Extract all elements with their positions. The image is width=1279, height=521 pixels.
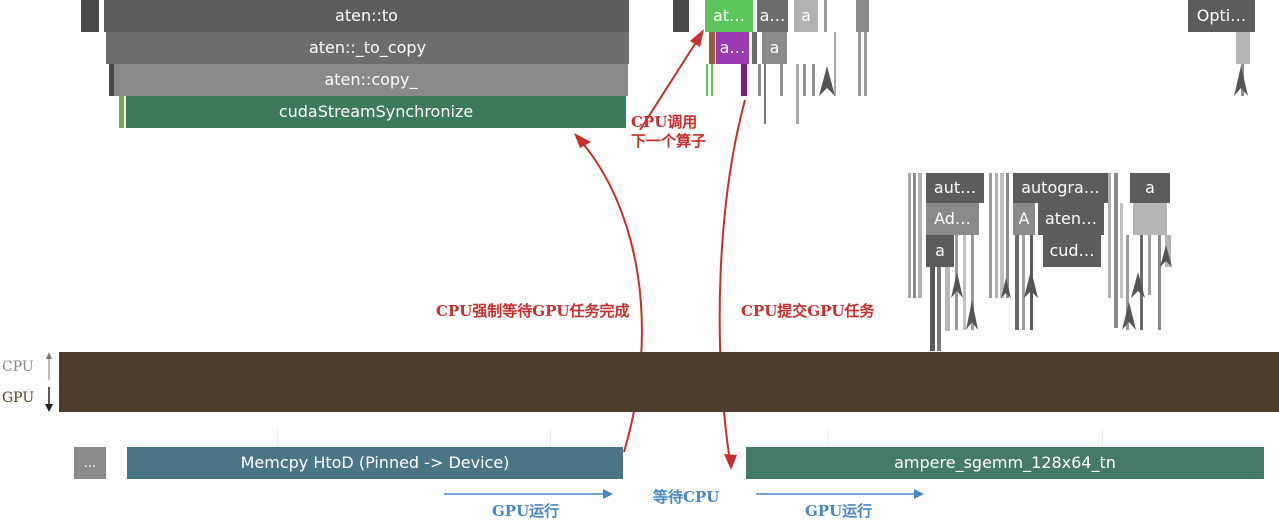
op-cuda[interactable]: cud…: [1043, 235, 1101, 267]
op-sliver: [764, 64, 766, 124]
trace-flow-glyphs: [819, 66, 1248, 330]
op-autograd-1[interactable]: aut…: [926, 173, 984, 203]
small-op-block[interactable]: [673, 0, 689, 32]
op-sliver: [758, 64, 761, 96]
op-sliver: [864, 32, 867, 96]
op-sliver: [856, 0, 869, 32]
op-a-row2[interactable]: a: [926, 235, 954, 267]
op-sliver: [858, 32, 861, 96]
op-optimizer[interactable]: Opti…: [1188, 0, 1255, 32]
op-next-purple[interactable]: a…: [716, 32, 749, 64]
op-sliver: [1236, 32, 1250, 64]
annotation-submit-task: CPU提交GPU任务: [741, 302, 875, 320]
op-sliver: [780, 64, 783, 96]
small-op-block[interactable]: [81, 0, 99, 32]
op-aten-to[interactable]: aten::to: [104, 0, 629, 32]
op-a-row0[interactable]: a: [1130, 173, 1170, 203]
annotation-wait-cpu: 等待CPU: [653, 488, 720, 506]
annotation-call-next-op: CPU调用 下一个算子: [631, 113, 706, 151]
op-autograd-2[interactable]: autogra…: [1013, 173, 1108, 203]
op-next-green[interactable]: at…: [705, 0, 753, 32]
gpu-memcpy-htod[interactable]: Memcpy HtoD (Pinned -> Device): [127, 447, 623, 479]
op-aten-copy[interactable]: aten::copy_: [114, 64, 628, 96]
op-next-b2[interactable]: a: [762, 32, 787, 64]
gpu-kernel-sgemm[interactable]: ampere_sgemm_128x64_tn: [746, 447, 1264, 479]
grid-tick: [550, 428, 551, 448]
annotation-line: CPU调用: [631, 113, 698, 131]
annotation-gpu-run-right: GPU运行: [805, 502, 873, 520]
op-sliver-purple: [741, 64, 747, 96]
op-aten[interactable]: aten…: [1038, 203, 1104, 235]
annotation-force-wait: CPU强制等待GPU任务完成: [436, 302, 630, 320]
op-sliver: [812, 64, 815, 96]
op-sliver: [711, 64, 713, 96]
op-cuda-stream-synchronize[interactable]: cudaStreamSynchronize: [126, 96, 626, 128]
op-next-c[interactable]: a: [794, 0, 818, 32]
op-sliver: [803, 64, 806, 96]
op-sliver: [834, 32, 836, 96]
grid-tick: [1102, 428, 1103, 448]
op-a-row1[interactable]: A: [1013, 203, 1035, 235]
op-aten-to-copy[interactable]: aten::_to_copy: [106, 32, 629, 64]
op-edge-green: [119, 96, 124, 128]
cpu-gpu-divider: [59, 352, 1279, 412]
op-edge: [109, 64, 114, 96]
gpu-axis-label: GPU: [2, 390, 35, 406]
op-sliver: [796, 64, 799, 124]
op-sliver: [824, 0, 827, 32]
op-sliver: [706, 64, 708, 96]
annotation-gpu-run-left: GPU运行: [492, 502, 560, 520]
op-next-b[interactable]: a…: [757, 0, 788, 32]
gpu-ellipsis-block[interactable]: ...: [74, 447, 106, 479]
annotation-line: 下一个算子: [631, 131, 707, 150]
op-sliver: [752, 32, 757, 64]
op-edge-brown: [709, 32, 715, 64]
grid-tick: [827, 428, 828, 448]
cpu-axis-label: CPU: [2, 359, 34, 375]
op-ad[interactable]: Ad…: [926, 203, 979, 235]
grid-tick: [277, 428, 278, 448]
